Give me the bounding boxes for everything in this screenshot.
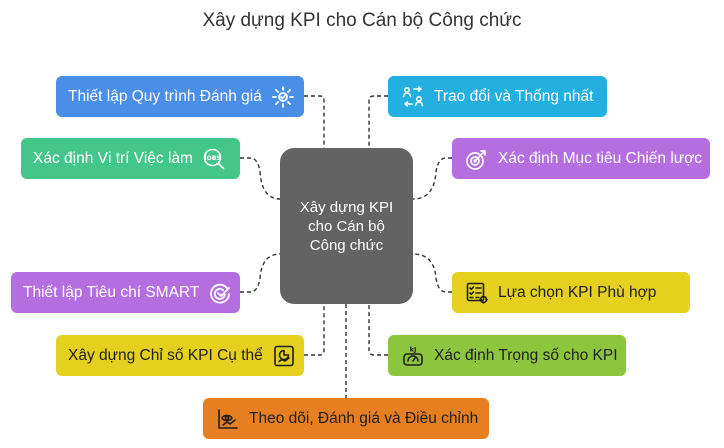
target-check-icon (207, 280, 233, 306)
connector-kpi-weights (368, 304, 388, 356)
node-monitoring-label: Theo dõi, Đánh giá và Điều chỉnh (249, 409, 479, 427)
jobs-search-icon: JOBS (201, 146, 227, 172)
node-evaluation-process: Thiết lập Quy trình Đánh giá (56, 76, 304, 117)
gear-check-icon (270, 84, 296, 110)
people-exchange-icon (400, 84, 426, 110)
checklist-icon (464, 280, 490, 306)
node-kpi-weights: kJ Xác định Trọng số cho KPI (388, 335, 626, 376)
node-kpi-weights-label: Xác định Trọng số cho KPI (434, 346, 618, 364)
page-title: Xây dựng KPI cho Cán bộ Công chức (202, 10, 522, 31)
node-discussion: Trao đổi và Thống nhất (388, 76, 607, 117)
central-topic-box: Xây dựng KPI cho Cán bộ Công chức (280, 148, 413, 304)
node-smart-criteria-label: Thiết lập Tiêu chí SMART (23, 283, 200, 301)
connector-job-position (240, 157, 281, 200)
node-smart-criteria: Thiết lập Tiêu chí SMART (11, 272, 240, 313)
connector-discussion (368, 95, 388, 148)
target-arrow-icon (464, 146, 490, 172)
eye-chart-icon (215, 406, 241, 432)
svg-text:kJ: kJ (410, 345, 417, 353)
node-kpi-selection-label: Lựa chọn KPI Phù hợp (498, 283, 657, 301)
svg-text:JOBS: JOBS (203, 155, 220, 162)
chart-report-icon (271, 343, 297, 369)
node-specific-kpi-label: Xây dựng Chỉ số KPI Cụ thể (68, 346, 263, 364)
node-discussion-label: Trao đổi và Thống nhất (434, 87, 594, 105)
connector-strategic-goals (412, 157, 452, 200)
connector-smart-criteria (240, 253, 281, 293)
node-kpi-selection: Lựa chọn KPI Phù hợp (452, 272, 690, 313)
connector-evaluation-process (304, 95, 325, 148)
central-topic-label: Xây dựng KPI cho Cán bộ Công chức (299, 198, 394, 254)
connector-kpi-selection (412, 253, 452, 293)
node-job-position-label: Xác định Vị trí Việc làm (33, 149, 193, 167)
node-strategic-goals-label: Xác định Mục tiêu Chiến lược (498, 149, 703, 167)
scale-icon: kJ (400, 343, 426, 369)
node-strategic-goals: Xác định Mục tiêu Chiến lược (452, 138, 710, 179)
connector-specific-kpi (304, 304, 325, 356)
node-monitoring: Theo dõi, Đánh giá và Điều chỉnh (203, 398, 489, 439)
node-specific-kpi: Xây dựng Chỉ số KPI Cụ thể (56, 335, 304, 376)
node-job-position: Xác định Vị trí Việc làm JOBS (21, 138, 240, 179)
node-evaluation-process-label: Thiết lập Quy trình Đánh giá (68, 87, 262, 105)
